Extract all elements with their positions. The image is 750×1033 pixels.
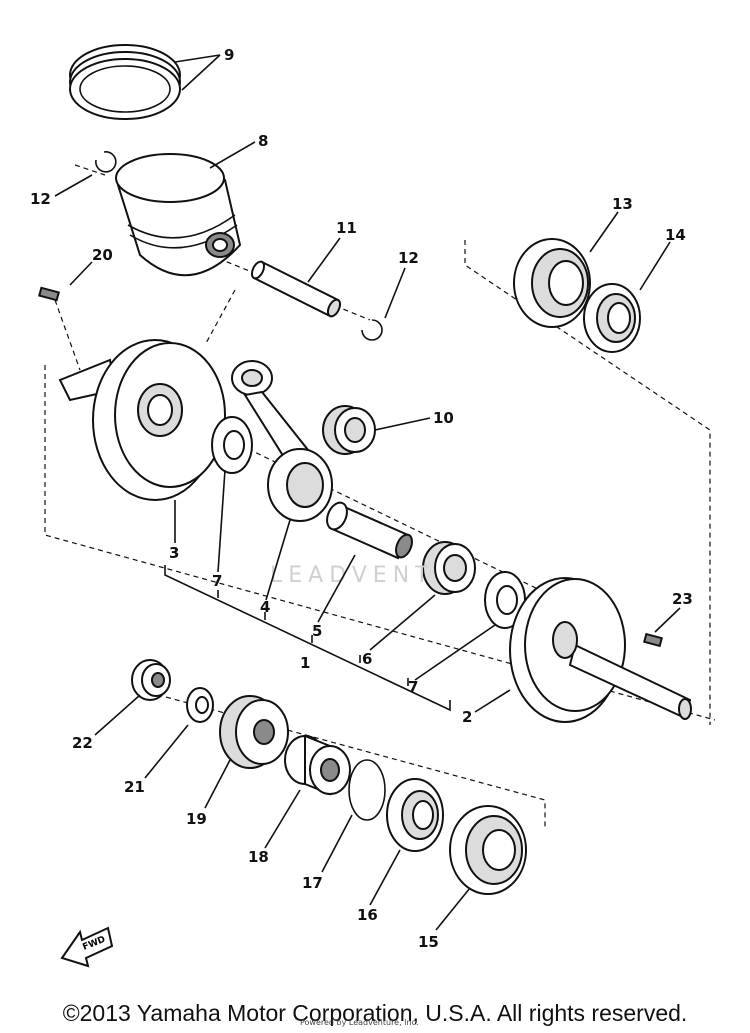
callout-12-right: 12 xyxy=(398,249,419,267)
piston-pin-clip-right xyxy=(361,319,383,341)
callout-9: 9 xyxy=(224,46,234,64)
callout-21: 21 xyxy=(124,778,145,796)
assembly-bracket xyxy=(164,565,451,712)
o-ring xyxy=(348,759,386,821)
callout-19: 19 xyxy=(186,810,207,828)
callout-11: 11 xyxy=(336,219,357,237)
callout-22: 22 xyxy=(72,734,93,752)
woodruff-key-right xyxy=(643,632,663,648)
bearing-left xyxy=(449,805,527,895)
callout-3: 3 xyxy=(169,544,179,562)
callout-20: 20 xyxy=(92,246,113,264)
callout-5: 5 xyxy=(312,622,322,640)
bearing-right-upper xyxy=(513,238,591,328)
gear-washer xyxy=(186,687,214,723)
callout-6: 6 xyxy=(362,650,372,668)
callout-4: 4 xyxy=(260,598,270,616)
primary-drive-gear xyxy=(219,695,289,769)
callout-10: 10 xyxy=(433,409,454,427)
leader-lines xyxy=(54,54,681,931)
crank-washer-right xyxy=(484,571,526,629)
piston-pin-clip-left xyxy=(95,151,117,173)
crankshaft-half-right xyxy=(509,577,692,723)
piston-rings xyxy=(69,44,181,120)
woodruff-key xyxy=(38,286,60,302)
exploded-parts-diagram: FWD LEADVENT 9 8 12 11 12 xyxy=(30,44,716,968)
callout-8: 8 xyxy=(258,132,268,150)
watermark: LEADVENT xyxy=(270,563,435,588)
callout-2: 2 xyxy=(462,708,472,726)
crank-nut xyxy=(131,659,171,701)
callout-15: 15 xyxy=(418,933,439,951)
callout-16: 16 xyxy=(357,906,378,924)
callout-7-right: 7 xyxy=(408,678,418,696)
callout-7-left: 7 xyxy=(212,572,222,590)
crankshaft-half-left xyxy=(58,339,226,501)
callout-13: 13 xyxy=(612,195,633,213)
crank-pin xyxy=(326,501,413,560)
watermark-small: Powered by Leadventure, Inc. xyxy=(300,1018,419,1027)
callout-14: 14 xyxy=(665,226,686,244)
copyright-notice: ©2013 Yamaha Motor Corporation, U.S.A. A… xyxy=(62,1000,688,1026)
oil-seal-left xyxy=(386,778,444,852)
crank-washer-left xyxy=(211,416,253,474)
piston-pin xyxy=(250,260,342,318)
small-end-bearing xyxy=(322,405,376,455)
callout-1: 1 xyxy=(300,654,310,672)
forward-direction-arrow: FWD xyxy=(60,926,114,968)
spacer-collar xyxy=(284,734,351,796)
callout-23: 23 xyxy=(672,590,693,608)
oil-seal-right xyxy=(583,283,641,353)
callout-17: 17 xyxy=(302,874,323,892)
callout-18: 18 xyxy=(248,848,269,866)
connecting-rod xyxy=(231,360,333,522)
big-end-bearing xyxy=(422,541,476,595)
callout-labels: 9 8 12 11 12 20 13 14 10 3 7 4 5 1 6 7 2… xyxy=(30,46,693,951)
piston xyxy=(115,153,242,277)
callout-12-left: 12 xyxy=(30,190,51,208)
